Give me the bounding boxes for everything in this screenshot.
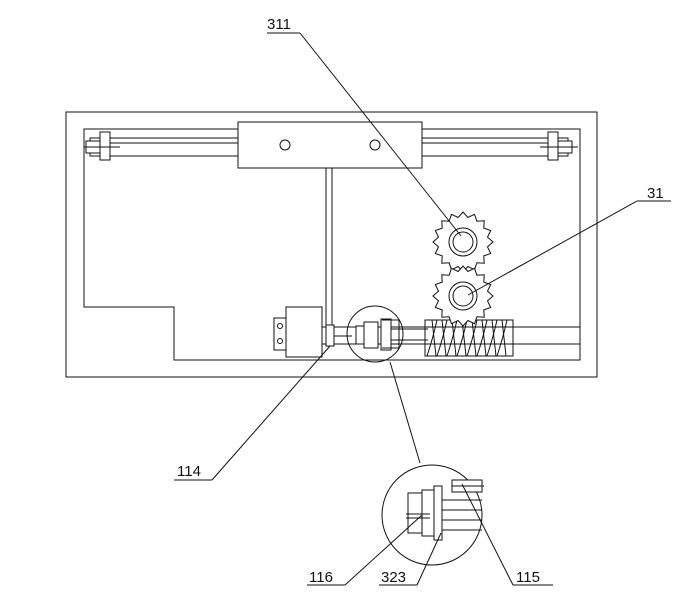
label-323: 323 [381, 569, 406, 586]
leader-lines [174, 32, 671, 586]
vertical-connecting-rod [325, 168, 333, 327]
slider-block [237, 121, 423, 169]
label-116: 116 [309, 569, 333, 586]
housing-inner-cavity [83, 128, 581, 361]
label-31: 31 [647, 185, 664, 202]
lower-gear [432, 265, 494, 327]
motor-bracket [273, 306, 323, 358]
housing-outer-frame [65, 111, 598, 378]
worm-screw [424, 319, 514, 357]
detail-view [381, 361, 484, 566]
label-115: 115 [516, 569, 540, 586]
upper-gear [432, 211, 494, 273]
label-114: 114 [177, 463, 201, 480]
coupling-assembly [346, 305, 428, 363]
label-311: 311 [267, 16, 291, 33]
